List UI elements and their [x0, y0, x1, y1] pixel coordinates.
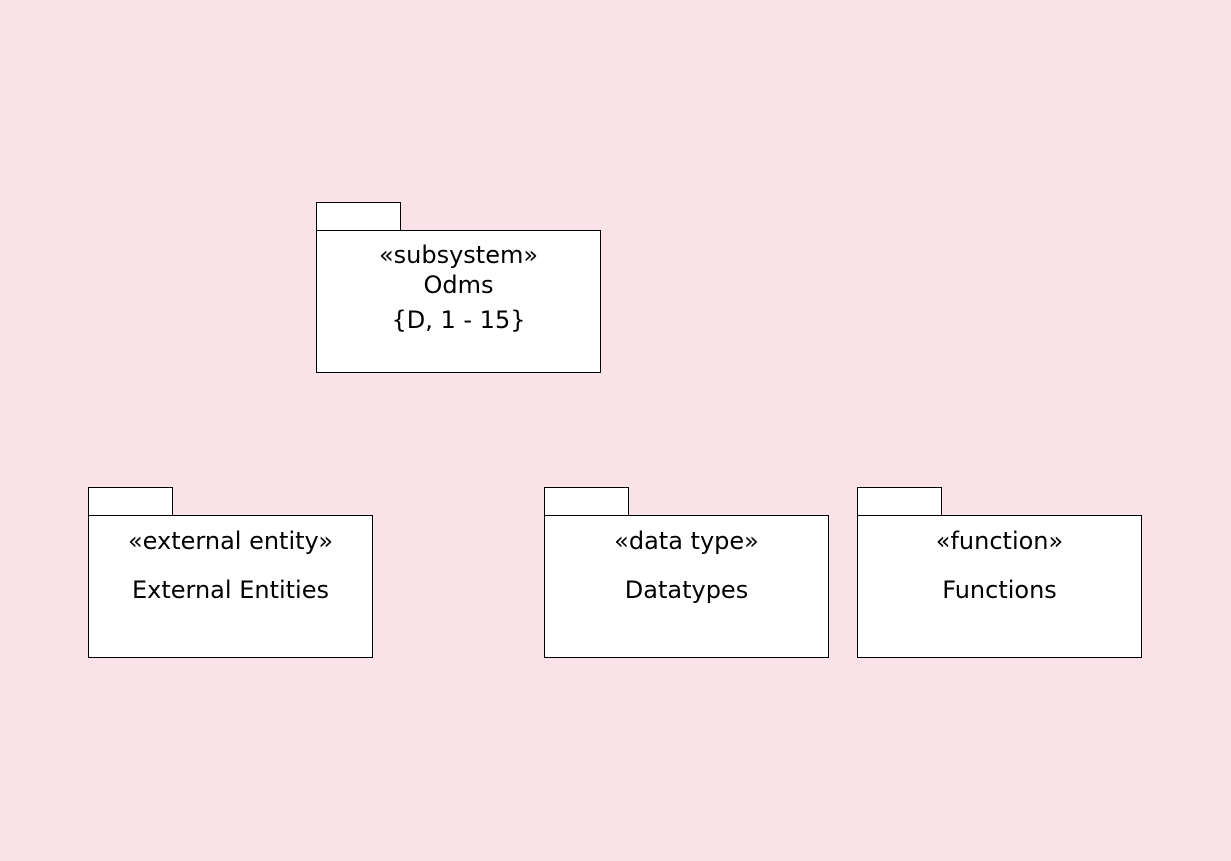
package-name: External Entities — [131, 576, 329, 604]
package-body: «external entity» External Entities — [88, 515, 373, 658]
package-stereotype: «external entity» — [128, 527, 333, 555]
package-name: Odms — [423, 271, 494, 299]
package-name: Functions — [942, 576, 1057, 604]
package-stereotype: «function» — [935, 527, 1064, 555]
package-stereotype: «subsystem» — [378, 241, 539, 269]
package-body: «function» Functions — [857, 515, 1142, 658]
package-name: Datatypes — [624, 576, 749, 604]
package-tab — [544, 487, 629, 516]
package-tab — [88, 487, 173, 516]
package-body: «data type» Datatypes — [544, 515, 829, 658]
package-tab — [316, 202, 401, 231]
package-body: «subsystem» Odms {D, 1 - 15} — [316, 230, 601, 373]
package-constraint: {D, 1 - 15} — [391, 306, 526, 334]
package-stereotype: «data type» — [614, 527, 759, 555]
package-tab — [857, 487, 942, 516]
